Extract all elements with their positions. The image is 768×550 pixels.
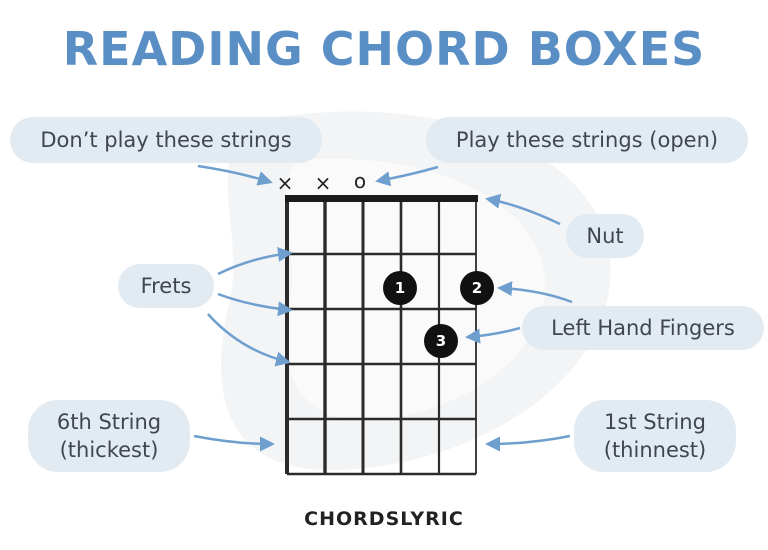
nut-bar [285, 195, 478, 202]
brand-logo: CHORDSLYRIC [304, 508, 464, 530]
first-string-label: 1st String (thinnest) [574, 400, 736, 472]
arrow-fret-2 [217, 292, 293, 317]
pointer-arrows [193, 164, 573, 452]
arrow-finger-2 [497, 281, 573, 304]
sixth-string-text-line1: 6th String [56, 410, 162, 434]
finger-dot-circle [460, 271, 494, 305]
first-string-text-line1: 1st String [604, 410, 706, 434]
open-marker: o [354, 169, 366, 193]
arrow-first-string [485, 434, 571, 452]
left-hand-fingers-label: Left Hand Fingers [522, 306, 764, 350]
page-title: READING CHORD BOXES [62, 22, 706, 76]
frets-text: Frets [140, 274, 192, 298]
finger-dot: 1 [383, 271, 417, 305]
finger-number: 2 [472, 279, 482, 297]
play-open-text: Play these strings (open) [455, 128, 719, 152]
muted-marker: × [277, 171, 294, 195]
dont-play-label: Don’t play these strings [10, 117, 322, 163]
first-string-text-line2: (thinnest) [603, 438, 707, 462]
finger-dot: 3 [424, 324, 458, 358]
finger-dot-circle [424, 324, 458, 358]
play-open-label: Play these strings (open) [426, 117, 748, 163]
arrow-fret-3 [207, 313, 291, 367]
left-hand-fingers-text: Left Hand Fingers [551, 316, 735, 340]
nut-text: Nut [586, 224, 624, 248]
finger-number: 1 [395, 279, 405, 297]
nut-label: Nut [566, 214, 644, 258]
arrow-play-open [375, 165, 439, 187]
arrow-fret-1 [217, 247, 293, 276]
finger-dot: 2 [460, 271, 494, 305]
finger-dot-circle [383, 271, 417, 305]
arrow-sixth-string [193, 434, 275, 452]
dont-play-text: Don’t play these strings [40, 128, 292, 152]
sixth-string-text-line2: (thickest) [59, 438, 159, 462]
muted-marker: × [315, 171, 332, 195]
arrow-nut [485, 193, 561, 226]
arrow-dont-play [197, 164, 273, 186]
finger-number: 3 [436, 332, 446, 350]
arrow-finger-3 [465, 326, 521, 344]
frets-label: Frets [118, 264, 214, 308]
fret-lines [287, 252, 476, 476]
sixth-string-label: 6th String (thickest) [28, 400, 190, 472]
